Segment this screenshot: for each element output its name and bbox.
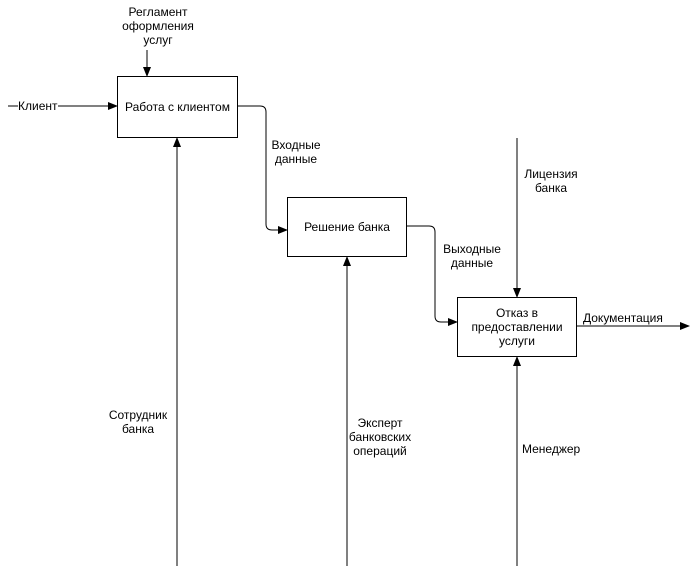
label-client-text: Клиент: [18, 99, 58, 113]
box-client-work-label: Работа с клиентом: [125, 100, 230, 114]
label-regulation-line2: оформления: [122, 19, 194, 33]
label-manager-text: Менеджер: [522, 442, 581, 456]
output-data-arrow: [407, 225, 458, 326]
label-regulation-line3: услуг: [143, 33, 173, 47]
label-license-line2: банка: [534, 181, 568, 195]
label-expert-line1: Эксперт: [357, 416, 403, 430]
label-regulation-line1: Регламент: [128, 5, 188, 19]
label-output-data-line2: данные: [450, 256, 494, 270]
box-refusal[interactable]: Отказ в предоставлении услуги: [457, 297, 577, 357]
label-input-data-line2: данные: [274, 152, 318, 166]
label-client: Клиент: [18, 99, 58, 113]
label-license: Лицензия банка: [517, 167, 585, 195]
label-input-data: Входные данные: [266, 138, 326, 166]
label-license-line1: Лицензия: [524, 167, 578, 181]
label-documentation-text: Документация: [583, 311, 663, 325]
box-bank-decision-label: Решение банка: [304, 220, 390, 234]
label-documentation: Документация: [583, 311, 663, 325]
label-expert: Эксперт банковских операций: [343, 416, 417, 458]
label-expert-line3: операций: [353, 444, 407, 458]
label-output-data: Выходные данные: [435, 242, 509, 270]
label-bank-employee-line1: Сотрудник: [108, 408, 168, 422]
label-manager: Менеджер: [522, 442, 580, 456]
label-bank-employee: Сотрудник банка: [104, 408, 172, 436]
label-regulation: Регламент оформления услуг: [112, 5, 204, 47]
label-output-data-line1: Выходные: [443, 242, 501, 256]
box-client-work[interactable]: Работа с клиентом: [117, 76, 238, 138]
label-input-data-line1: Входные: [271, 138, 321, 152]
box-refusal-line2: предоставлении: [471, 320, 563, 334]
label-bank-employee-line2: банка: [121, 422, 155, 436]
box-refusal-line1: Отказ в: [495, 306, 539, 320]
box-bank-decision[interactable]: Решение банка: [287, 197, 407, 257]
box-refusal-line3: услуги: [499, 334, 535, 348]
label-expert-line2: банковских: [348, 430, 412, 444]
input-data-arrow: [238, 105, 288, 234]
